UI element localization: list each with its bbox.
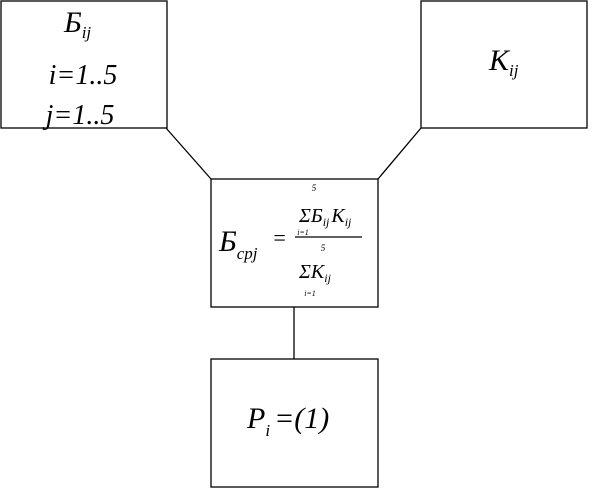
den-k-subscript: ij <box>324 271 331 285</box>
den-k-symbol: K <box>310 261 326 283</box>
box-p-i-frame <box>210 358 379 488</box>
b-ij-symbol: Б <box>63 6 82 39</box>
num-sum-sign: Σ <box>298 205 311 227</box>
p-i-rhs: =(1) <box>274 402 329 435</box>
range-j-label: j=1..5 <box>43 100 115 131</box>
p-i-subscript: i <box>265 421 270 440</box>
num-b-subscript: ij <box>323 215 330 229</box>
num-sum-lower: i=1 <box>297 228 309 237</box>
svg-text:Бcpj: Бcpj <box>218 225 258 263</box>
den-sum-lower: i=1 <box>304 289 316 298</box>
box-k-ij-frame <box>420 0 588 129</box>
num-sum-upper: 5 <box>312 183 317 193</box>
box-p-i: Pi=(1) <box>210 358 379 488</box>
p-i-symbol: P <box>246 402 265 435</box>
num-b-symbol: Б <box>310 205 323 227</box>
svg-text:Бij: Бij <box>63 6 91 42</box>
range-i-label: i=1..5 <box>49 60 118 91</box>
connector-b-to-avg <box>165 127 212 180</box>
den-sum-sign: Σ <box>298 261 311 283</box>
box-k-ij: Kij <box>420 0 588 129</box>
avg-lhs-symbol: Б <box>218 225 237 258</box>
connector-k-to-avg <box>377 127 422 180</box>
svg-text:Pi=(1): Pi=(1) <box>246 402 329 440</box>
svg-text:ΣKij: ΣKij <box>298 261 332 285</box>
box-average-frame <box>210 178 379 308</box>
den-sum-upper: 5 <box>321 243 326 253</box>
num-k-symbol: K <box>330 205 346 227</box>
box-b-ij: Бij i=1..5 j=1..5 <box>0 0 168 131</box>
b-ij-subscript: ij <box>82 23 92 42</box>
num-k-subscript: ij <box>345 215 352 229</box>
k-ij-subscript: ij <box>509 61 519 80</box>
avg-equals-sign: = <box>272 225 287 250</box>
svg-text:Kij: Kij <box>488 44 519 80</box>
avg-lhs-subscript: cpj <box>237 244 258 263</box>
box-b-ij-frame <box>0 0 168 129</box>
k-ij-symbol: K <box>488 44 511 77</box>
